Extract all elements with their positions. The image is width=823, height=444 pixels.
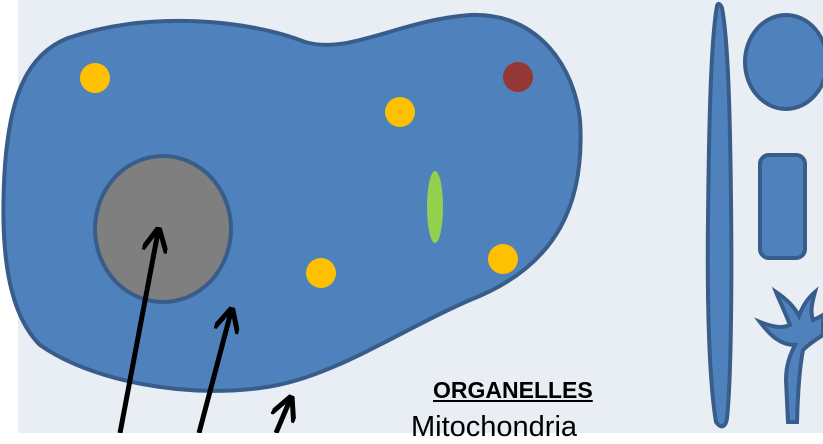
elongated-cell [708, 4, 732, 426]
organelle-yellow-1 [80, 63, 110, 93]
rectangular-cell [760, 155, 805, 258]
diagram-canvas [0, 0, 823, 433]
organelles-heading: ORGANELLES [433, 377, 593, 404]
mitochondria-label: Mitochondria [411, 411, 577, 444]
organelle-yellow-4 [488, 244, 518, 274]
organelle-red [503, 62, 533, 92]
organelle-yellow-2 [385, 97, 415, 127]
cell-diagram: ORGANELLES Mitochondria [0, 0, 823, 433]
organelle-yellow-3 [306, 258, 336, 288]
nucleus [95, 156, 231, 302]
round-cell [745, 15, 823, 109]
organelle-green [427, 171, 443, 243]
